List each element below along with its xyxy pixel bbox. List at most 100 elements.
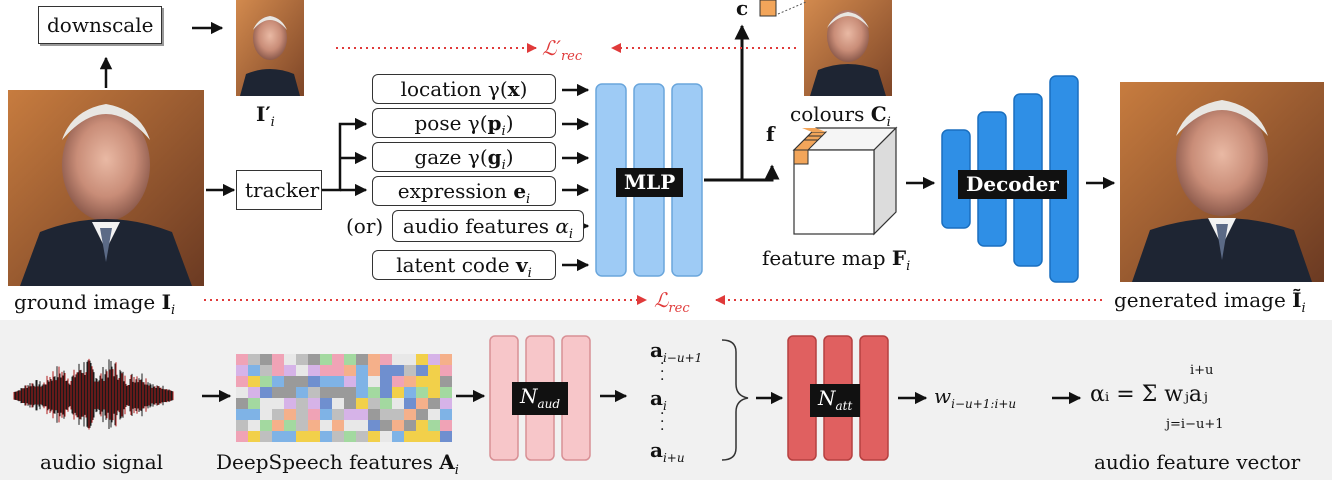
generated-image: [1120, 82, 1324, 282]
deepspeech-cell: [308, 387, 320, 398]
tracker-label: tracker: [245, 178, 320, 202]
deepspeech-cell: [344, 409, 356, 420]
feature-map-symbol: F: [891, 246, 907, 270]
colour-sample-square: [759, 0, 777, 17]
generated-image-caption: generated image Ĩi: [1114, 290, 1306, 315]
deepspeech-cell: [308, 409, 320, 420]
deepspeech-cell: [356, 420, 368, 431]
deepspeech-cell: [236, 376, 248, 387]
deepspeech-cell: [404, 409, 416, 420]
deepspeech-cell: [344, 365, 356, 376]
deepspeech-cell: [428, 431, 440, 442]
deepspeech-cell: [260, 387, 272, 398]
deepspeech-cell: [284, 431, 296, 442]
deepspeech-cell: [284, 376, 296, 387]
deepspeech-cell: [440, 387, 452, 398]
deepspeech-cell: [308, 431, 320, 442]
deepspeech-cell: [272, 365, 284, 376]
deepspeech-cell: [344, 387, 356, 398]
generated-image-text: generated image: [1114, 288, 1293, 312]
deepspeech-cell: [416, 398, 428, 409]
small-image-symbol: I′: [256, 102, 271, 126]
loss-rec-symbol: ℒ: [654, 288, 669, 312]
deepspeech-cell: [380, 376, 392, 387]
a-bot-label: ai+u: [650, 440, 685, 464]
alpha-equation: αᵢ = Σ wⱼaⱼ: [1090, 382, 1208, 407]
n-att-symbol: N: [818, 386, 836, 410]
deepspeech-cell: [332, 376, 344, 387]
deepspeech-cell: [320, 387, 332, 398]
deepspeech-cell: [236, 409, 248, 420]
deepspeech-cell: [368, 365, 380, 376]
input-expression-box: expression ei: [372, 176, 556, 207]
input-pose-text: pose γ(: [414, 111, 488, 135]
input-pose-close: ): [505, 111, 514, 135]
deepspeech-cell: [320, 420, 332, 431]
input-gaze-symbol: g: [487, 145, 502, 169]
n-aud-symbol: N: [520, 384, 538, 408]
input-location-box: location γ(x): [372, 74, 556, 104]
feature-map-caption: feature map Fi: [762, 248, 910, 273]
sum-upper-bound: i+u: [1190, 363, 1214, 378]
deepspeech-cell: [368, 398, 380, 409]
a-top-label: ai−u+1: [650, 340, 702, 364]
deepspeech-cell: [356, 387, 368, 398]
deepspeech-cell: [332, 365, 344, 376]
deepspeech-cell: [284, 387, 296, 398]
deepspeech-cell: [416, 420, 428, 431]
deepspeech-cell: [260, 398, 272, 409]
deepspeech-cell: [296, 431, 308, 442]
deepspeech-cell: [308, 376, 320, 387]
input-audio-text: audio features: [402, 214, 556, 238]
deepspeech-cell: [272, 431, 284, 442]
deepspeech-cell: [404, 376, 416, 387]
a-top-subscript: i−u+1: [662, 351, 703, 365]
deepspeech-cell: [416, 354, 428, 365]
deepspeech-cell: [356, 409, 368, 420]
input-latent-subscript: i: [527, 266, 532, 281]
deepspeech-cell: [440, 376, 452, 387]
deepspeech-cell: [380, 354, 392, 365]
decoder-block: [941, 75, 1079, 283]
deepspeech-cell: [248, 431, 260, 442]
deepspeech-cell: [368, 409, 380, 420]
deepspeech-cell: [356, 398, 368, 409]
deepspeech-cell: [332, 420, 344, 431]
n-aud-subscript: aud: [537, 397, 561, 411]
colours-image: [804, 0, 892, 96]
deepspeech-cell: [392, 420, 404, 431]
deepspeech-cell: [236, 420, 248, 431]
a-mid-subscript: i: [662, 399, 667, 413]
deepspeech-cell: [332, 409, 344, 420]
deepspeech-cell: [404, 365, 416, 376]
deepspeech-cell: [380, 398, 392, 409]
loss-rec-subscript: rec: [668, 301, 690, 316]
colours-caption: colours Ci: [790, 104, 891, 129]
deepspeech-cell: [344, 431, 356, 442]
c-label: c: [736, 0, 749, 20]
deepspeech-cell: [428, 387, 440, 398]
generated-image-subscript: i: [1301, 301, 1306, 316]
ground-image-text: ground image: [14, 290, 162, 314]
deepspeech-cell: [308, 365, 320, 376]
deepspeech-cell: [284, 354, 296, 365]
feature-map-subscript: i: [906, 259, 911, 274]
input-audio-subscript: i: [568, 227, 574, 242]
colours-symbol: C: [870, 102, 887, 126]
deepspeech-cell: [236, 398, 248, 409]
tracker-box: tracker: [236, 170, 322, 210]
deepspeech-cell: [404, 398, 416, 409]
deepspeech-cell: [356, 354, 368, 365]
deepspeech-text: DeepSpeech features: [216, 450, 440, 474]
deepspeech-cell: [308, 354, 320, 365]
deepspeech-cell: [248, 420, 260, 431]
deepspeech-cell: [272, 376, 284, 387]
deepspeech-cell: [440, 365, 452, 376]
small-image-subscript: i: [270, 115, 275, 130]
deepspeech-cell: [296, 420, 308, 431]
input-pose-symbol: p: [487, 111, 502, 135]
colours-subscript: i: [886, 115, 891, 130]
input-location-symbol: x: [507, 77, 520, 101]
deepspeech-cell: [392, 354, 404, 365]
